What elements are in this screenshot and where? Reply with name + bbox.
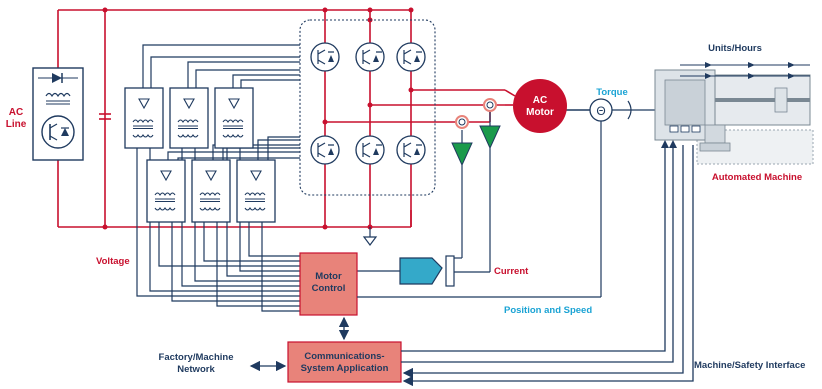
isolation-icons xyxy=(132,98,266,211)
comms-arrows xyxy=(249,145,694,387)
ground-icon xyxy=(362,227,378,246)
capacitor-icon xyxy=(99,113,111,120)
communications-label: Communications-System Application xyxy=(301,351,389,374)
rectifier-block xyxy=(32,67,84,161)
gate-driver-4 xyxy=(146,159,186,223)
gate-driver-2 xyxy=(169,87,209,149)
automated-machine xyxy=(654,62,814,165)
current-sensors xyxy=(451,98,501,273)
bus-junctions xyxy=(102,7,414,230)
encoder: Θ xyxy=(589,98,655,297)
current-label: Current xyxy=(494,266,529,277)
motor-control-block xyxy=(299,252,358,316)
automated-machine-label: Automated Machine xyxy=(712,172,802,183)
position-speed-label: Position and Speed xyxy=(504,305,592,316)
gate-driver-group xyxy=(124,87,276,223)
amplifier-icon xyxy=(479,125,501,150)
gate-driver-5 xyxy=(191,159,231,223)
gate-driver-3 xyxy=(214,87,254,149)
ac-motor xyxy=(513,79,567,133)
igbt-switches xyxy=(310,42,426,165)
gate-driver-6 xyxy=(236,159,276,223)
communications-block xyxy=(287,341,402,383)
amplifier-icon xyxy=(451,142,473,167)
adc-block xyxy=(357,255,455,287)
inverter-module xyxy=(299,19,436,196)
svg-text:Θ: Θ xyxy=(596,104,605,118)
voltage-label: Voltage xyxy=(96,256,130,267)
units-hours-label: Units/Hours xyxy=(708,43,762,54)
gate-driver-1 xyxy=(124,87,164,149)
machine-safety-label: Machine/Safety Interface xyxy=(694,360,805,371)
torque-label: Torque xyxy=(596,87,628,98)
